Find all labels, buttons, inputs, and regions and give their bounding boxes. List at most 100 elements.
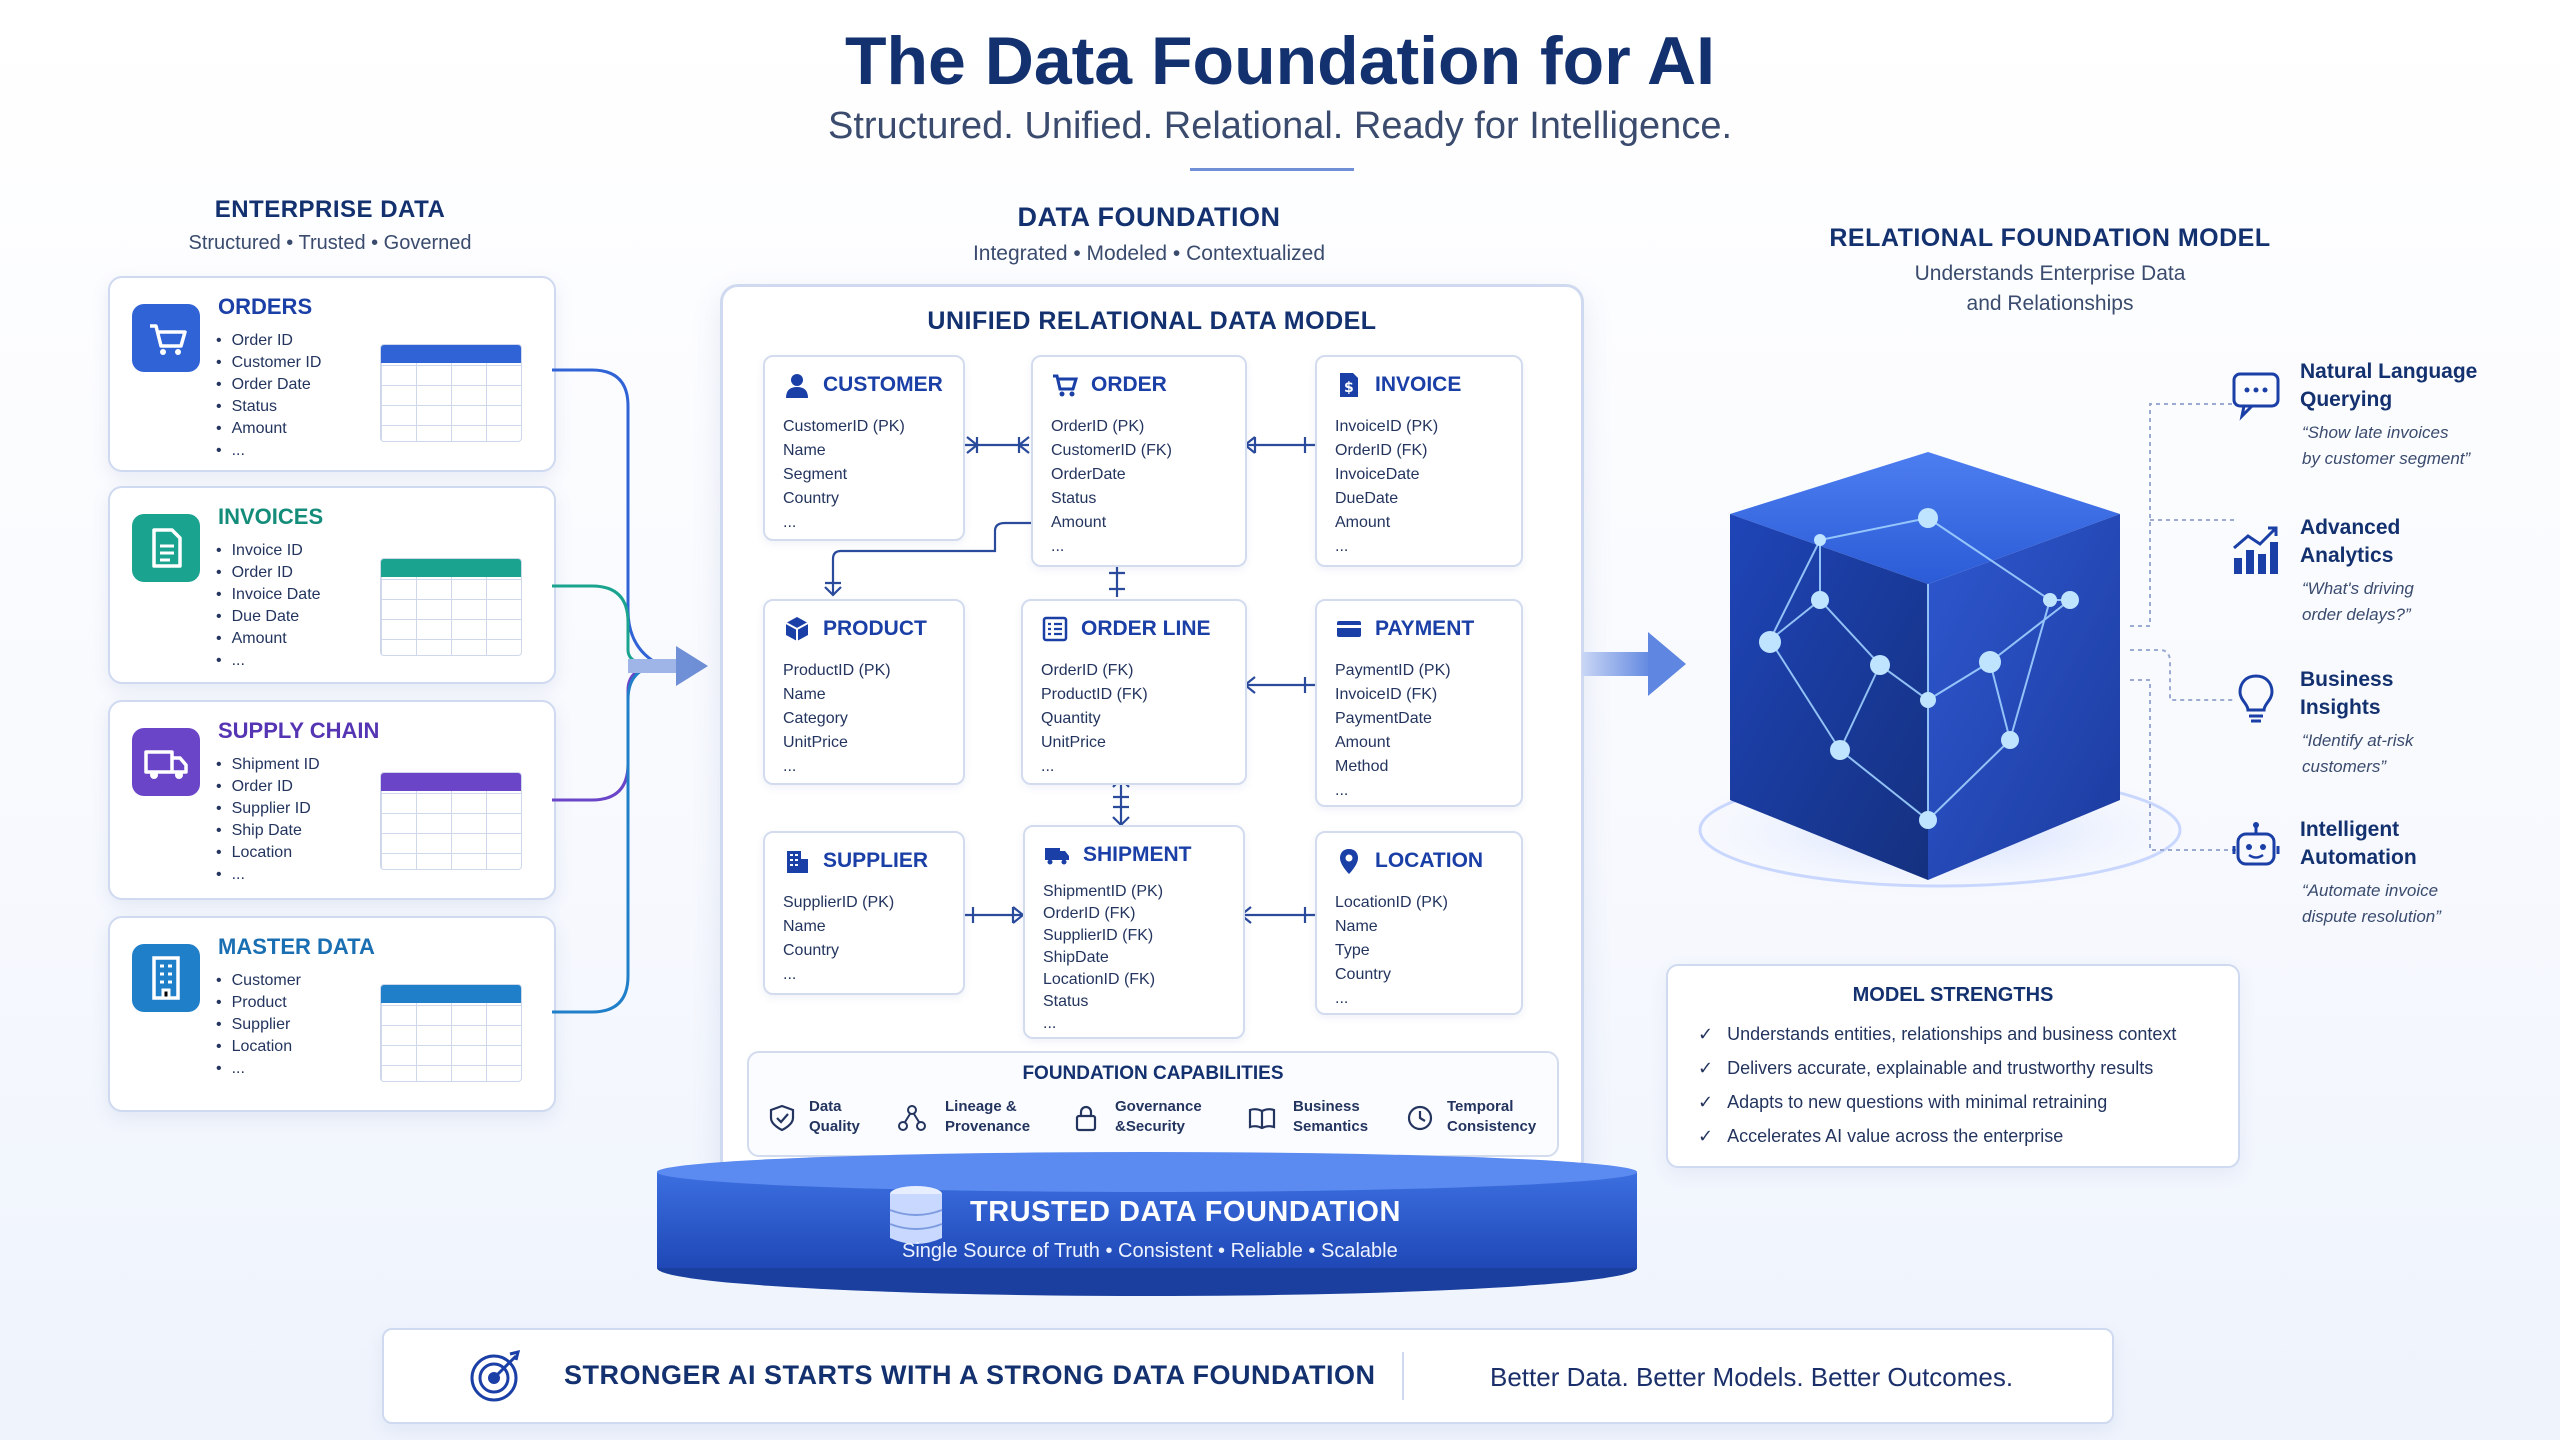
robot-icon (2232, 822, 2280, 866)
list-item: Customer ID (216, 352, 322, 374)
list-item: OrderID (FK) (1043, 905, 1136, 922)
list-item: Segment (783, 466, 848, 483)
svg-text:$: $ (1344, 380, 1354, 396)
source-field-list: Customer Product Supplier Location ... (216, 970, 301, 1080)
model-heading: RELATIONAL FOUNDATION MODEL (1829, 224, 2271, 252)
list-item: Supplier (216, 1014, 301, 1036)
list-item: Supplier ID (216, 798, 320, 820)
list-item: InvoiceDate (1335, 466, 1420, 483)
database-icon (889, 1186, 943, 1244)
truck-icon (1045, 848, 1069, 865)
ai-model-cube (1640, 452, 2240, 910)
list-item: ... (783, 758, 797, 775)
list-item: SupplierID (FK) (1043, 927, 1154, 944)
list-item: ... (216, 650, 321, 672)
source-title: SUPPLY CHAIN (218, 718, 380, 743)
panel-title: UNIFIED RELATIONAL DATA MODEL (927, 307, 1377, 335)
table-thumbnail (380, 558, 522, 656)
platform-subtitle: Single Source of Truth • Consistent • Re… (902, 1240, 1398, 1262)
list-item: ShipDate (1043, 949, 1109, 966)
shield-check-icon (769, 1104, 795, 1132)
list-item: Amount (1051, 514, 1107, 531)
strength-item: Adapts to new questions with minimal ret… (1698, 1092, 2107, 1113)
factory-icon (787, 851, 808, 873)
table-thumbnail (380, 984, 522, 1082)
list-item: ShipmentID (PK) (1043, 883, 1164, 900)
list-item: ... (1041, 758, 1055, 775)
list-item: ... (1335, 782, 1349, 799)
list-item: Quantity (1041, 710, 1101, 727)
strengths-title: MODEL STRENGTHS (1852, 984, 2054, 1006)
source-title: ORDERS (218, 294, 313, 319)
page-title: The Data Foundation for AI (844, 23, 1716, 99)
strength-item: Delivers accurate, explainable and trust… (1698, 1058, 2153, 1079)
list-item: Order ID (216, 776, 320, 798)
capabilities-title: FOUNDATION CAPABILITIES (1022, 1063, 1284, 1084)
list-item: Name (783, 686, 826, 703)
list-item: Name (783, 442, 826, 459)
banner-tagline: Better Data. Better Models. Better Outco… (1490, 1362, 2014, 1392)
flow-arrow-icon (1582, 632, 1686, 696)
list-item: LocationID (PK) (1335, 894, 1448, 911)
list-item: ... (1335, 990, 1349, 1007)
lock-icon (1075, 1105, 1097, 1132)
list-item: LocationID (FK) (1043, 971, 1156, 988)
list-item: ... (1335, 538, 1349, 555)
enterprise-subheading: Structured • Trusted • Governed (188, 232, 472, 254)
list-item: ... (783, 966, 797, 983)
invoice-icon: $ (1340, 373, 1358, 397)
shopping-cart-icon (132, 304, 200, 372)
list-item: ... (1051, 538, 1065, 555)
lineage-icon (898, 1105, 926, 1131)
strength-item: Accelerates AI value across the enterpri… (1698, 1126, 2063, 1147)
list-item: Amount (216, 418, 321, 440)
list-item: InvoiceID (PK) (1335, 418, 1439, 435)
list-item: Type (1335, 942, 1370, 959)
source-card-supply-chain: SUPPLY CHAIN Shipment ID Order ID Suppli… (108, 700, 556, 900)
list-item: Shipment ID (216, 754, 320, 776)
list-item: Amount (1335, 514, 1391, 531)
book-icon (1248, 1108, 1276, 1130)
list-item: ... (216, 864, 320, 886)
list-item: SupplierID (PK) (783, 894, 895, 911)
source-field-list: Shipment ID Order ID Supplier ID Ship Da… (216, 754, 320, 886)
trusted-foundation-platform: TRUSTED DATA FOUNDATION Single Source of… (652, 1150, 1642, 1298)
list-item: Name (1335, 918, 1378, 935)
list-item: Status (1051, 490, 1097, 507)
list-item: CustomerID (FK) (1051, 442, 1172, 459)
list-item: Location (216, 1036, 301, 1058)
entity-field-list: InvoiceID (PK) OrderID (FK) InvoiceDate … (1335, 415, 1438, 559)
entity-customer: CUSTOMER CustomerID (PK) Name Segment Co… (763, 355, 965, 541)
entity-title: SHIPMENT (1083, 843, 1192, 866)
foundation-subheading: Integrated • Modeled • Contextualized (972, 242, 1326, 265)
entity-title: INVOICE (1375, 373, 1462, 396)
entity-field-list: OrderID (PK) CustomerID (FK) OrderDate S… (1051, 415, 1172, 559)
table-thumbnail (380, 772, 522, 870)
list-item: ... (216, 1058, 301, 1080)
entity-field-list: LocationID (PK) Name Type Country ... (1335, 891, 1448, 1011)
entity-supplier: SUPPLIER SupplierID (PK) Name Country ..… (763, 831, 965, 995)
entity-title: CUSTOMER (823, 373, 943, 396)
source-title: MASTER DATA (218, 934, 375, 959)
list-item: Country (783, 942, 840, 959)
entity-shipment: SHIPMENT ShipmentID (PK) OrderID (FK) Su… (1023, 825, 1245, 1039)
list-item: Category (783, 710, 848, 727)
source-field-list: Order ID Customer ID Order Date Status A… (216, 330, 322, 462)
list-item: Method (1335, 758, 1389, 775)
entity-field-list: OrderID (FK) ProductID (FK) Quantity Uni… (1041, 659, 1148, 779)
list-item: Status (216, 396, 321, 418)
list-item: InvoiceID (FK) (1335, 686, 1438, 703)
list-item: OrderID (FK) (1335, 442, 1428, 459)
list-item: ProductID (FK) (1041, 686, 1148, 703)
list-item: Invoice Date (216, 584, 321, 606)
list-item: Product (216, 992, 301, 1014)
list-item: Amount (216, 628, 321, 650)
entity-payment: PAYMENT PaymentID (PK) InvoiceID (FK) Pa… (1315, 599, 1523, 807)
